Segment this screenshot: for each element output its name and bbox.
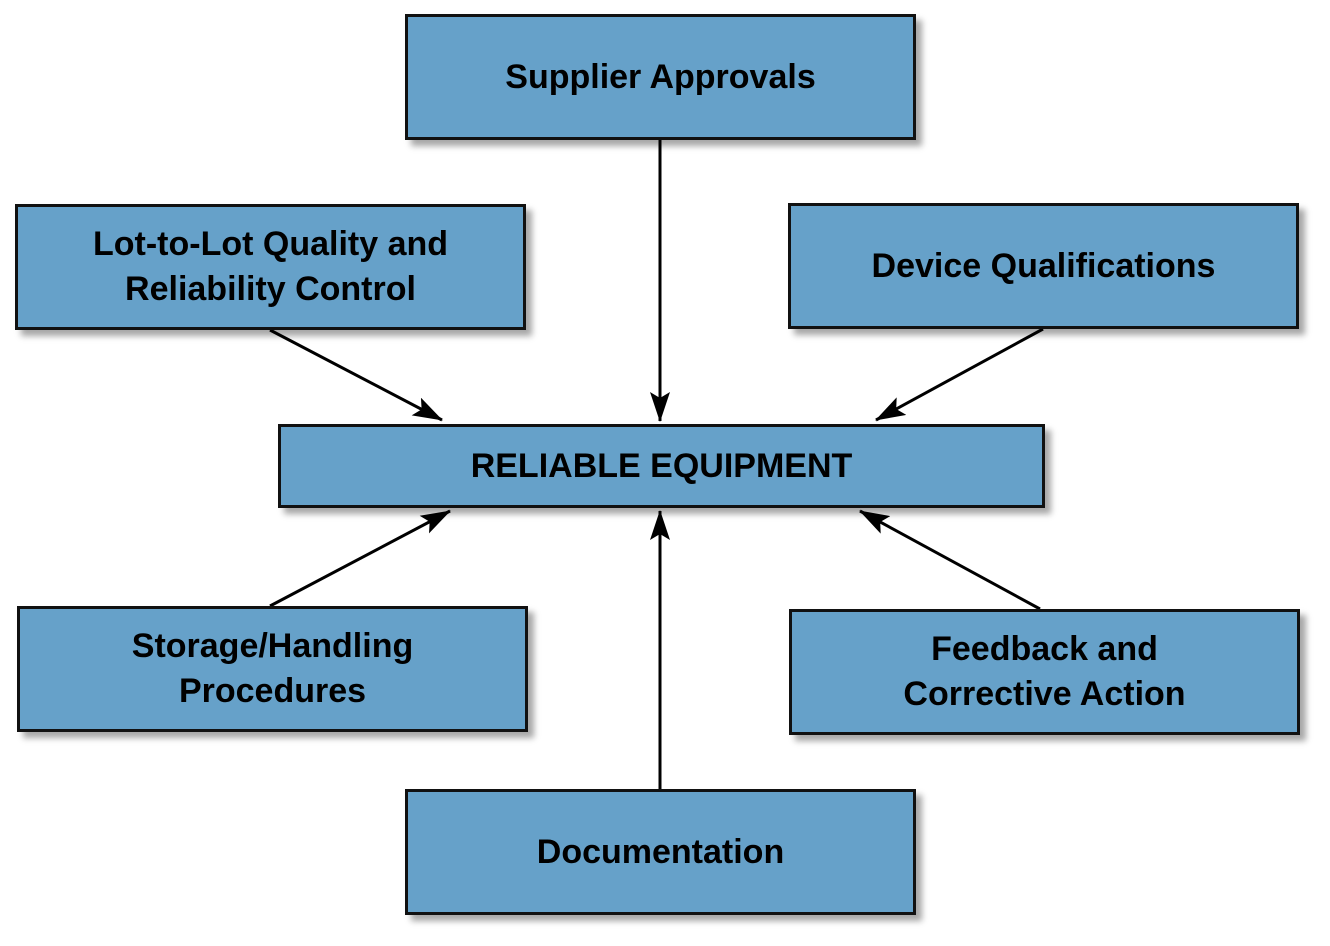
storage-handling-label-line2: Procedures [178,672,367,710]
lot-quality-label-line2: Reliability Control [125,270,416,308]
supplier-approvals-box: Supplier Approvals [405,14,916,140]
device-qualifications-box: Device Qualifications [788,203,1299,329]
storage-handling-label-line1: Storage/Handling [131,627,414,665]
lot-quality-label-line1: Lot-to-Lot Quality and [92,225,449,263]
device-qualifications-label: Device Qualifications [871,246,1216,285]
documentation-label: Documentation [536,832,785,871]
arrow-device-to-center [875,327,1044,422]
arrow-lot-to-center [269,328,443,422]
reliable-equipment-label: RELIABLE EQUIPMENT [470,446,853,485]
documentation-box: Documentation [405,789,916,915]
arrow-feedback-to-center [859,509,1041,611]
supplier-approvals-label: Supplier Approvals [505,57,816,96]
lot-quality-control-box: Lot-to-Lot Quality and Reliability Contr… [15,204,526,330]
storage-handling-box: Storage/Handling Procedures [17,606,528,732]
reliable-equipment-box: RELIABLE EQUIPMENT [278,424,1045,508]
arrow-storage-to-center [269,509,451,608]
feedback-label-line1: Feedback and [931,630,1158,668]
feedback-label-line2: Corrective Action [903,675,1186,713]
feedback-corrective-box: Feedback and Corrective Action [789,609,1300,735]
